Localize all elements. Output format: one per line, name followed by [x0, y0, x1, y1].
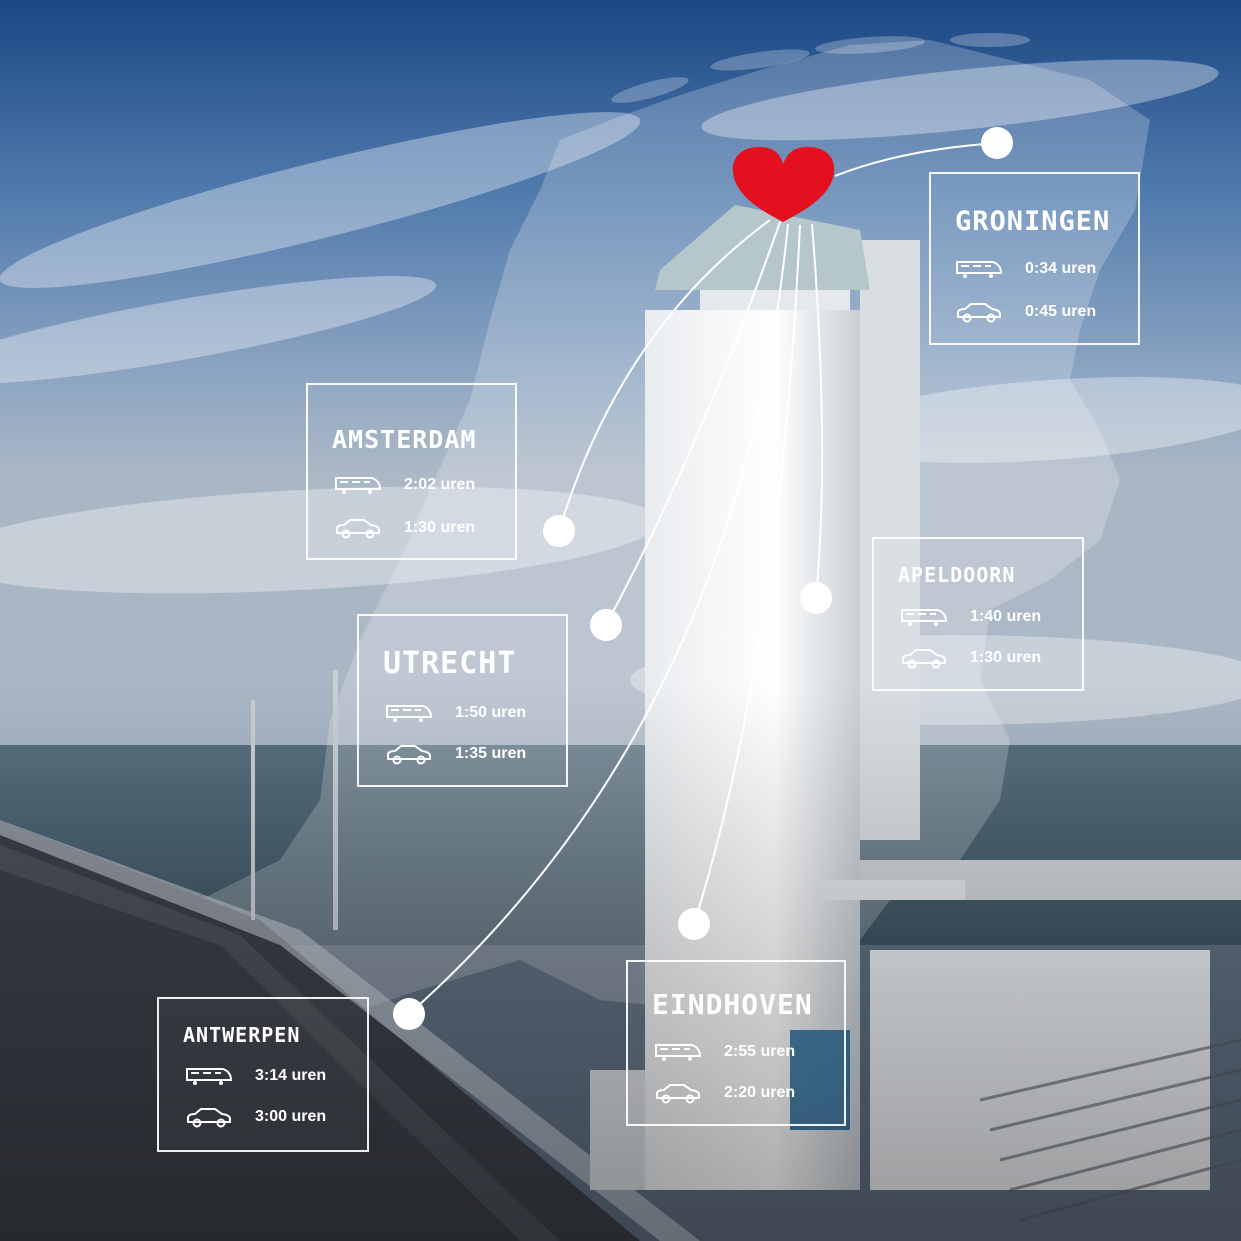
city-card-utrecht: UTRECHT 1:50 uren 1:35 uren: [357, 614, 568, 787]
car-row: 1:35 uren: [385, 743, 526, 765]
train-time: 0:34 uren: [1025, 260, 1097, 277]
train-icon: [335, 477, 382, 494]
car-row: 2:20 uren: [654, 1082, 795, 1104]
train-time: 1:50 uren: [455, 704, 527, 721]
city-name: UTRECHT: [383, 646, 517, 681]
city-name: EINDHOVEN: [652, 988, 813, 1021]
train-icon: [186, 1068, 233, 1085]
connector-amsterdam: [558, 219, 771, 532]
dot-utrecht: [590, 609, 622, 641]
car-time: 3:00 uren: [255, 1108, 327, 1125]
car-icon: [902, 649, 946, 669]
car-row: 3:00 uren: [185, 1106, 326, 1128]
train-row: 2:02 uren: [334, 475, 475, 495]
train-time: 2:02 uren: [404, 476, 476, 493]
train-row: 1:50 uren: [385, 703, 526, 723]
connector-apeldoorn: [811, 223, 824, 599]
train-row: 2:55 uren: [654, 1042, 795, 1062]
dot-groningen: [981, 127, 1013, 159]
train-icon: [956, 261, 1003, 278]
city-name: GRONINGEN: [955, 206, 1111, 237]
city-name: AMSTERDAM: [332, 425, 477, 454]
dot-eindhoven: [678, 908, 710, 940]
car-time: 2:20 uren: [724, 1084, 796, 1101]
city-name: ANTWERPEN: [183, 1023, 301, 1047]
dot-amsterdam: [543, 515, 575, 547]
city-card-apeldoorn: APELDOORN 1:40 uren 1:30 uren: [872, 537, 1084, 691]
city-card-eindhoven: EINDHOVEN 2:55 uren 2:20 uren: [626, 960, 846, 1126]
car-row: 1:30 uren: [900, 647, 1041, 669]
car-row: 0:45 uren: [955, 301, 1096, 323]
train-icon: [655, 1044, 702, 1061]
dot-apeldoorn: [800, 582, 832, 614]
train-row: 0:34 uren: [955, 259, 1096, 279]
train-time: 1:40 uren: [970, 608, 1042, 625]
car-row: 1:30 uren: [334, 517, 475, 539]
heart-logo-icon: [732, 147, 835, 222]
connector-utrecht: [605, 221, 781, 626]
train-time: 2:55 uren: [724, 1043, 796, 1060]
train-time: 3:14 uren: [255, 1067, 327, 1084]
city-card-amsterdam: AMSTERDAM 2:02 uren 1:30 uren: [306, 383, 517, 560]
dot-antwerpen: [393, 998, 425, 1030]
train-row: 3:14 uren: [185, 1066, 326, 1086]
city-card-groningen: GRONINGEN 0:34 uren 0:45 uren: [929, 172, 1140, 345]
car-icon: [336, 519, 380, 539]
connector-antwerpen: [408, 223, 789, 1015]
car-icon: [957, 303, 1001, 323]
city-name: APELDOORN: [898, 563, 1016, 587]
connector-eindhoven: [693, 224, 801, 925]
train-icon: [386, 705, 433, 722]
connector-groningen: [834, 142, 998, 177]
car-time: 1:30 uren: [404, 519, 476, 536]
city-card-antwerpen: ANTWERPEN 3:14 uren 3:00 uren: [157, 997, 369, 1152]
car-time: 1:35 uren: [455, 745, 527, 762]
train-icon: [901, 609, 948, 626]
car-time: 0:45 uren: [1025, 303, 1097, 320]
car-icon: [387, 745, 431, 765]
car-time: 1:30 uren: [970, 649, 1042, 666]
car-icon: [656, 1084, 700, 1104]
train-row: 1:40 uren: [900, 607, 1041, 627]
car-icon: [187, 1108, 231, 1128]
